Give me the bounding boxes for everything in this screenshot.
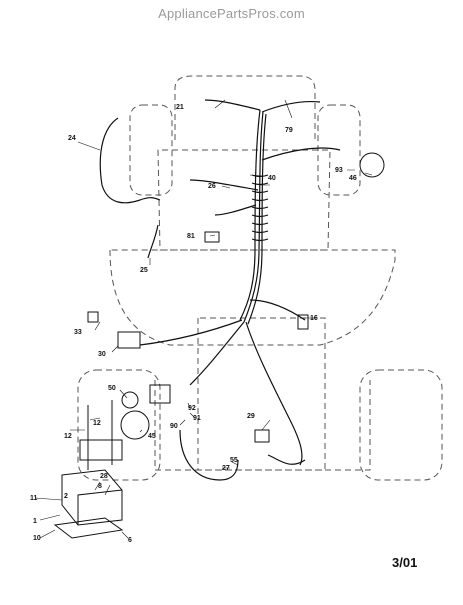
tractor-outline	[77, 75, 443, 481]
switch-part	[149, 384, 171, 404]
hold-down-rods	[87, 400, 113, 470]
callout-27: 28	[100, 473, 108, 480]
callout-25: 25	[140, 267, 148, 274]
headlight-part	[359, 152, 385, 178]
part-29	[254, 429, 270, 443]
watermark-text: AppliancePartsPros.com	[158, 6, 305, 21]
callout-28: 27	[222, 465, 230, 472]
callout-45: 45	[148, 433, 156, 440]
callout-24: 24	[68, 135, 76, 142]
callout-21: 21	[176, 104, 184, 111]
callout-8: 10	[33, 535, 41, 542]
callout-29: 29	[247, 413, 255, 420]
callout-33: 33	[74, 329, 82, 336]
callout-12-left: 11	[30, 495, 38, 502]
callout-79: 79	[285, 127, 293, 134]
callout-90: 90	[170, 423, 178, 430]
part-50	[121, 391, 139, 409]
callout-6: 8	[98, 483, 102, 490]
callout-93: 93	[335, 167, 343, 174]
battery-tray-part	[53, 517, 124, 539]
callout-11: 12	[64, 433, 72, 440]
callout-81: 81	[187, 233, 195, 240]
callout-16: 16	[310, 315, 318, 322]
part-45	[120, 410, 150, 440]
date-code: 3/01	[392, 555, 418, 570]
callout-50: 50	[108, 385, 116, 392]
callout-10: 12	[93, 420, 101, 427]
leader-lines	[34, 99, 373, 539]
part-16	[297, 314, 309, 330]
callout-40: 40	[268, 175, 276, 182]
part-33	[87, 311, 99, 323]
callout-91: 91	[193, 415, 201, 422]
callout-1: 1	[33, 518, 37, 525]
callout-2: 2	[64, 493, 68, 500]
callout-30: 30	[98, 351, 106, 358]
battery-part	[61, 469, 123, 526]
battery-edges	[61, 475, 123, 525]
switch-part-81	[204, 231, 220, 243]
wire-harness	[99, 99, 341, 481]
connector-part-30	[117, 331, 141, 349]
callout-55: 55	[230, 457, 238, 464]
callout-92: 92	[188, 405, 196, 412]
callout-46: 46	[349, 175, 357, 182]
callout-26: 26	[208, 183, 216, 190]
hold-down-bracket	[79, 439, 123, 461]
callout-labels: 21 79 24 25 26 40 81 93 46 16 33 30 50 4…	[30, 104, 357, 544]
callout-12-right: 6	[128, 537, 132, 544]
